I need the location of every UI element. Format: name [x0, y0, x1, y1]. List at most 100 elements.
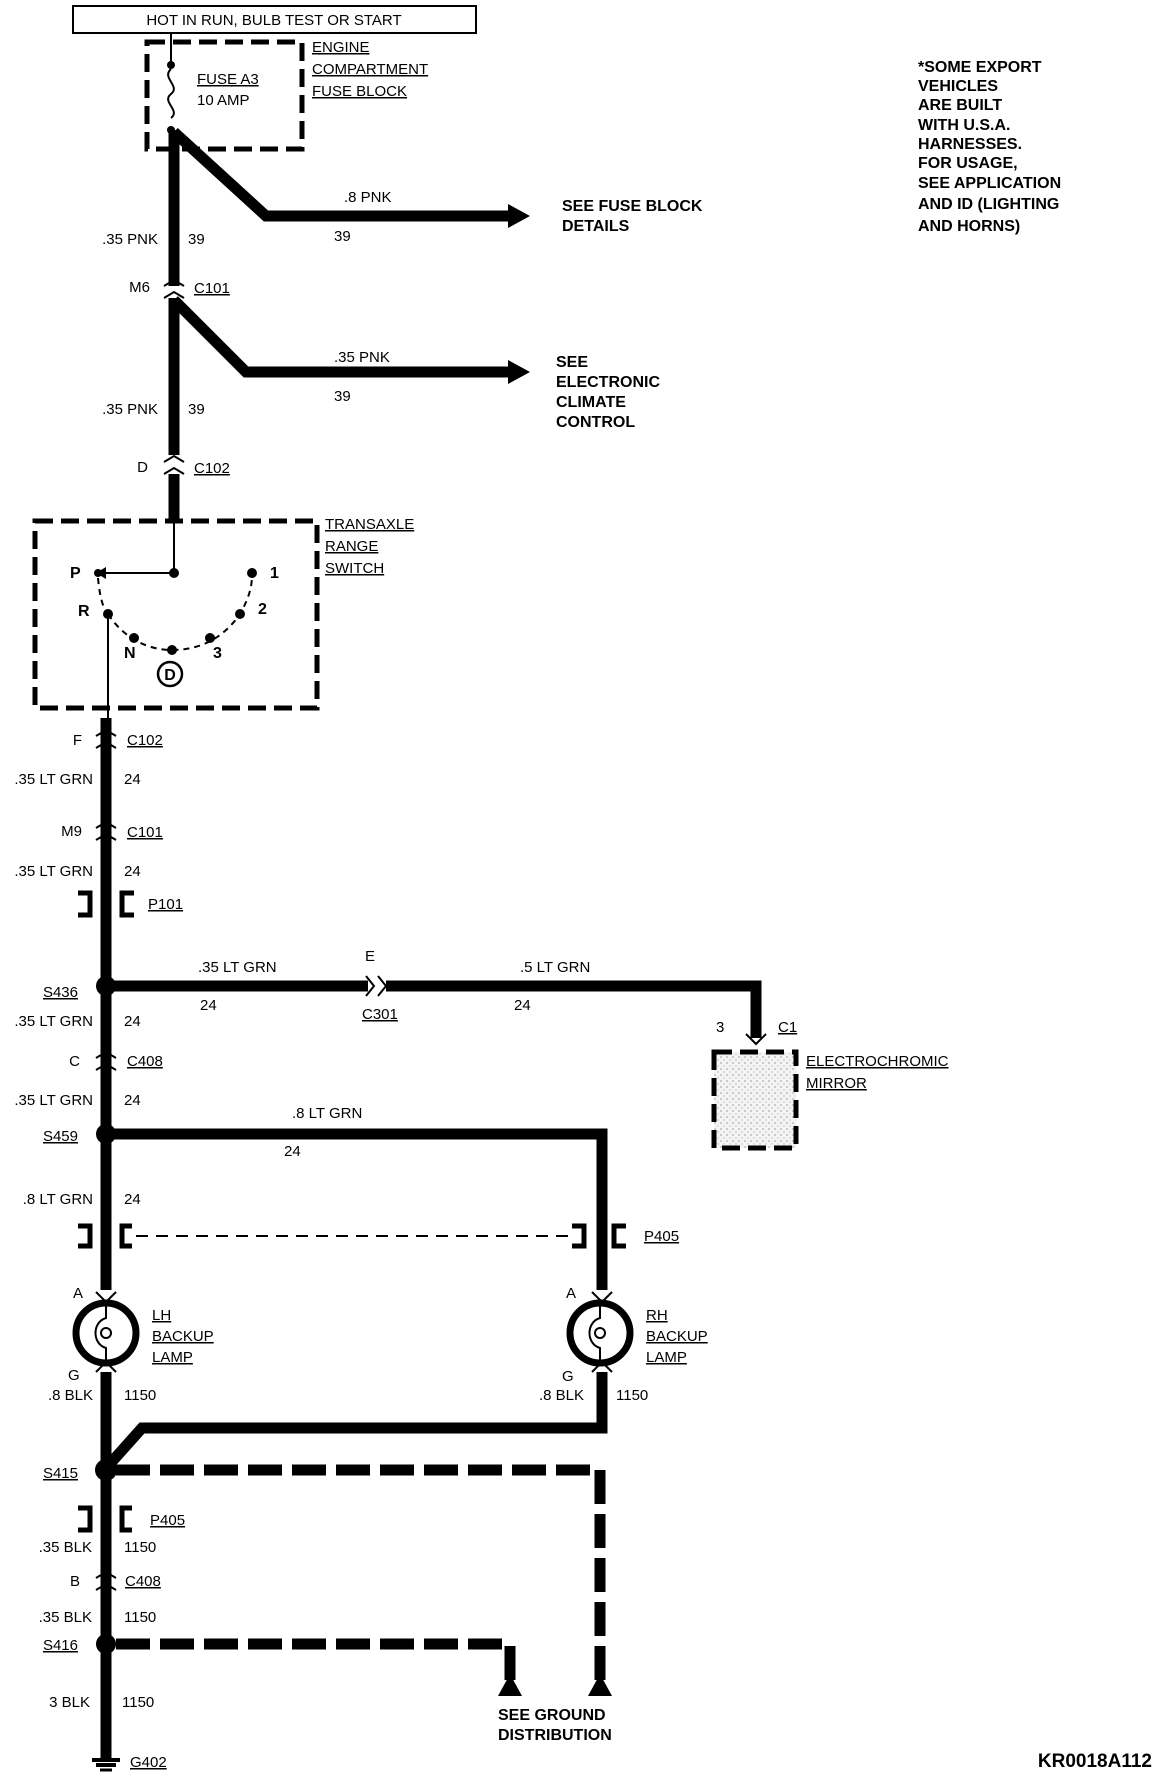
note-line-7: SEE APPLICATION — [918, 175, 1061, 192]
wire-label-ltgrn-5: .5 LT GRN — [520, 959, 590, 976]
splice-s415 — [95, 1459, 117, 1481]
ref-fuse-details-1: SEE FUSE BLOCK — [562, 198, 703, 215]
c102-connector-bottom — [163, 466, 185, 475]
c101-label-b: C101 — [127, 824, 163, 841]
rh-pin-a: A — [566, 1285, 576, 1302]
circuit-24-label-d: 24 — [514, 997, 531, 1014]
switch-pos-p: P — [70, 565, 81, 582]
arrow-climate-control — [508, 360, 530, 384]
c101-label-a: C101 — [194, 280, 230, 297]
circuit-1150-label-d: 1150 — [124, 1609, 156, 1626]
wire-label-ltgrn-8-b: .8 LT GRN — [23, 1191, 93, 1208]
circuit-39-label-c: 39 — [334, 388, 351, 405]
wire-label-pnk-35-a: .35 PNK — [102, 231, 158, 248]
switch-pos-2-dot — [235, 609, 245, 619]
c101-connector-bottom — [163, 290, 185, 299]
fuse-a3-symbol — [167, 68, 175, 119]
ground-arrow-left — [498, 1674, 522, 1696]
c301-label: C301 — [362, 1006, 398, 1023]
note-line-6: FOR USAGE, — [918, 155, 1018, 172]
ground-arrow-right — [588, 1674, 612, 1696]
c102-label-b: C102 — [127, 732, 163, 749]
fuse-rating: 10 AMP — [197, 92, 250, 109]
rh-lamp-filament — [588, 1305, 601, 1361]
p405-label-b: P405 — [150, 1512, 185, 1529]
switch-pos-3-dot — [205, 633, 215, 643]
pin-f: F — [73, 732, 82, 749]
mirror-body — [714, 1052, 796, 1148]
wire-label-ltgrn-35-e: .35 LT GRN — [14, 1092, 93, 1109]
c102-f-top — [95, 728, 117, 737]
mirror-label-2: MIRROR — [806, 1075, 867, 1092]
switch-pos-d: D — [164, 667, 176, 684]
rh-label-2: BACKUP — [646, 1328, 708, 1345]
splice-s416-label: S416 — [43, 1637, 78, 1654]
wire-label-blk-8-a: .8 BLK — [48, 1387, 93, 1404]
fuse-block-title-1: ENGINE — [312, 39, 370, 56]
engine-fuse-block: FUSE A3 10 AMP ENGINE COMPARTMENT FUSE B… — [144, 33, 428, 152]
rh-backup-lamp: A RH BACKUP LAMP G .8 BLK 1150 — [539, 1285, 708, 1404]
wire-label-ltgrn-35-b: .35 LT GRN — [14, 863, 93, 880]
splice-s459-label: S459 — [43, 1128, 78, 1145]
pin-m9: M9 — [61, 823, 82, 840]
wire-label-pnk-35-b: .35 PNK — [334, 349, 390, 366]
ground-return: S415 P405 .35 BLK 1150 B C408 .35 BLK 11… — [39, 1372, 612, 1772]
lh-label-1: LH — [152, 1307, 171, 1324]
lh-label-3: LAMP — [152, 1349, 193, 1366]
wire-label-blk-35-b: .35 BLK — [39, 1609, 92, 1626]
diagram-code: KR0018A112 — [1038, 1751, 1152, 1772]
pin-c: C — [69, 1053, 80, 1070]
c101-connector-top — [163, 278, 185, 287]
transaxle-range-switch: P R N D 3 2 1 TRANSAXLE RANGE SWITCH — [32, 516, 414, 725]
wire-label-pnk-35-c: .35 PNK — [102, 401, 158, 418]
switch-title-2: RANGE — [325, 538, 378, 555]
rh-label-1: RH — [646, 1307, 668, 1324]
pin-e: E — [365, 948, 375, 965]
wire-label-ltgrn-35-a: .35 LT GRN — [14, 771, 93, 788]
p101-label: P101 — [148, 896, 183, 913]
circuit-1150-label-a: 1150 — [124, 1387, 156, 1404]
wire-label-ltgrn-8-a: .8 LT GRN — [292, 1105, 362, 1122]
switch-pos-d-circle — [156, 660, 184, 688]
c101-m9-bottom — [95, 832, 117, 841]
wire-blk-8-rh-return — [103, 1372, 608, 1470]
switch-pos-1-dot — [247, 568, 257, 578]
lh-backup-lamp: A LH BACKUP LAMP G .8 BLK 1150 — [48, 1285, 214, 1404]
rh-label-3: LAMP — [646, 1349, 687, 1366]
c1-connector — [745, 1033, 767, 1046]
shield-ground-right — [116, 1464, 606, 1686]
wire-label-blk-35-a: .35 BLK — [39, 1539, 92, 1556]
p405-lh-bracket-left — [78, 1223, 93, 1249]
power-source-label: HOT IN RUN, BULB TEST OR START — [146, 12, 401, 29]
circuit-1150-label-c: 1150 — [124, 1539, 156, 1556]
ground-g402-label: G402 — [130, 1754, 167, 1771]
c102-label-a: C102 — [194, 460, 230, 477]
wire-label-blk-8-b: .8 BLK — [539, 1387, 584, 1404]
pnk-feed-section: .8 PNK 39 SEE FUSE BLOCK DETAILS .35 PNK… — [102, 127, 703, 520]
backup-lamp-feed: S459 .8 LT GRN 24 .8 LT GRN 24 P405 — [23, 1105, 679, 1290]
switch-pos-p-dot — [94, 569, 102, 577]
fuse-terminal-top — [167, 61, 175, 69]
c301-connector-right — [377, 975, 388, 997]
circuit-24-label-a: 24 — [124, 771, 141, 788]
c408-b-bottom — [95, 1582, 117, 1591]
p405-rh-bracket-left — [572, 1223, 587, 1249]
circuit-24-label-g: 24 — [284, 1143, 301, 1160]
switch-pos-1: 1 — [270, 565, 279, 582]
circuit-24-label-e: 24 — [124, 1013, 141, 1030]
mirror-label-1: ELECTROCHROMIC — [806, 1053, 949, 1070]
switch-pos-d-dot — [167, 645, 177, 655]
ref-ground-2: DISTRIBUTION — [498, 1727, 612, 1744]
switch-title-1: TRANSAXLE — [325, 516, 414, 533]
note-line-9: AND HORNS) — [918, 218, 1020, 235]
p101-bracket-right — [119, 890, 134, 918]
ltgrn-main-run: F C102 .35 LT GRN 24 M9 C101 .35 LT GRN … — [14, 718, 183, 990]
fuse-block-title-3: FUSE BLOCK — [312, 83, 407, 100]
lh-label-2: BACKUP — [152, 1328, 214, 1345]
c301-connector-left — [365, 975, 376, 997]
p405-lower-bracket-right — [119, 1505, 132, 1533]
circuit-1150-label-b: 1150 — [616, 1387, 648, 1404]
circuit-39-label-b: 39 — [188, 231, 205, 248]
ref-ground-1: SEE GROUND — [498, 1707, 606, 1724]
